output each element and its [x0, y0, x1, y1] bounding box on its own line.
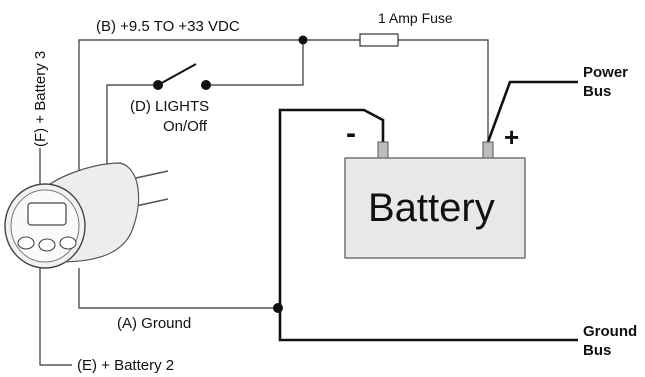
fuse-label: 1 Amp Fuse — [378, 10, 453, 26]
gauge-button-2 — [38, 238, 56, 252]
battery2-wire — [39, 268, 72, 366]
fuse — [359, 33, 399, 47]
power-bus-label-line2: Bus — [583, 83, 611, 100]
supply-label: (B) +9.5 TO +33 VDC — [96, 18, 240, 35]
ground-bus-label-line2: Bus — [583, 342, 611, 359]
negative-lead — [278, 108, 578, 342]
switch-contact-right — [201, 80, 211, 90]
battery — [344, 141, 526, 259]
signal-wires — [39, 39, 489, 366]
switch-lever — [157, 63, 197, 86]
supply-wire — [78, 39, 489, 172]
gauge-button-3 — [59, 236, 77, 250]
ground-junction — [273, 303, 283, 313]
power-bus-label-line1: Power — [583, 64, 628, 81]
ground-bus-label-line1: Ground — [583, 323, 637, 340]
plus-label: + — [504, 122, 519, 152]
ground-label: (A) Ground — [117, 315, 191, 332]
gauge — [4, 162, 169, 269]
minus-label: - — [346, 117, 356, 150]
gauge-button-1 — [17, 236, 35, 250]
gauge-display — [27, 202, 67, 226]
gauge-ground-wire — [78, 268, 278, 309]
battery-label: Battery — [368, 186, 495, 230]
lights-switch[interactable] — [153, 63, 211, 90]
battery3-label: (F) + Battery 3 — [32, 51, 49, 147]
positive-terminal — [482, 141, 494, 159]
power-bus-lead — [486, 80, 578, 143]
lights-label-line1: (D) LIGHTS — [130, 98, 209, 115]
battery-body — [344, 157, 526, 259]
battery2-label: (E) + Battery 2 — [77, 357, 174, 374]
bus-wires — [278, 80, 578, 342]
lights-label-line2: On/Off — [163, 118, 208, 135]
lights-wire — [106, 40, 304, 168]
negative-terminal — [377, 141, 389, 159]
supply-junction — [298, 35, 308, 45]
